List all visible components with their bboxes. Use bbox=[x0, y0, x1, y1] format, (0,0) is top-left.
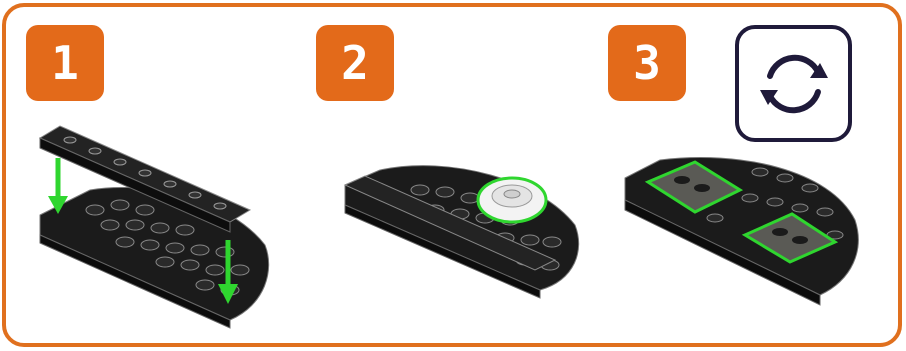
step-number: 1 bbox=[51, 36, 79, 90]
step-number: 3 bbox=[633, 36, 661, 90]
step-number: 2 bbox=[341, 36, 369, 90]
step-3-illustration bbox=[620, 110, 870, 310]
step-2-illustration bbox=[340, 110, 590, 310]
step-2-badge: 2 bbox=[316, 25, 394, 101]
step-3-badge: 3 bbox=[608, 25, 686, 101]
step-1-illustration bbox=[30, 110, 280, 335]
step-1-badge: 1 bbox=[26, 25, 104, 101]
